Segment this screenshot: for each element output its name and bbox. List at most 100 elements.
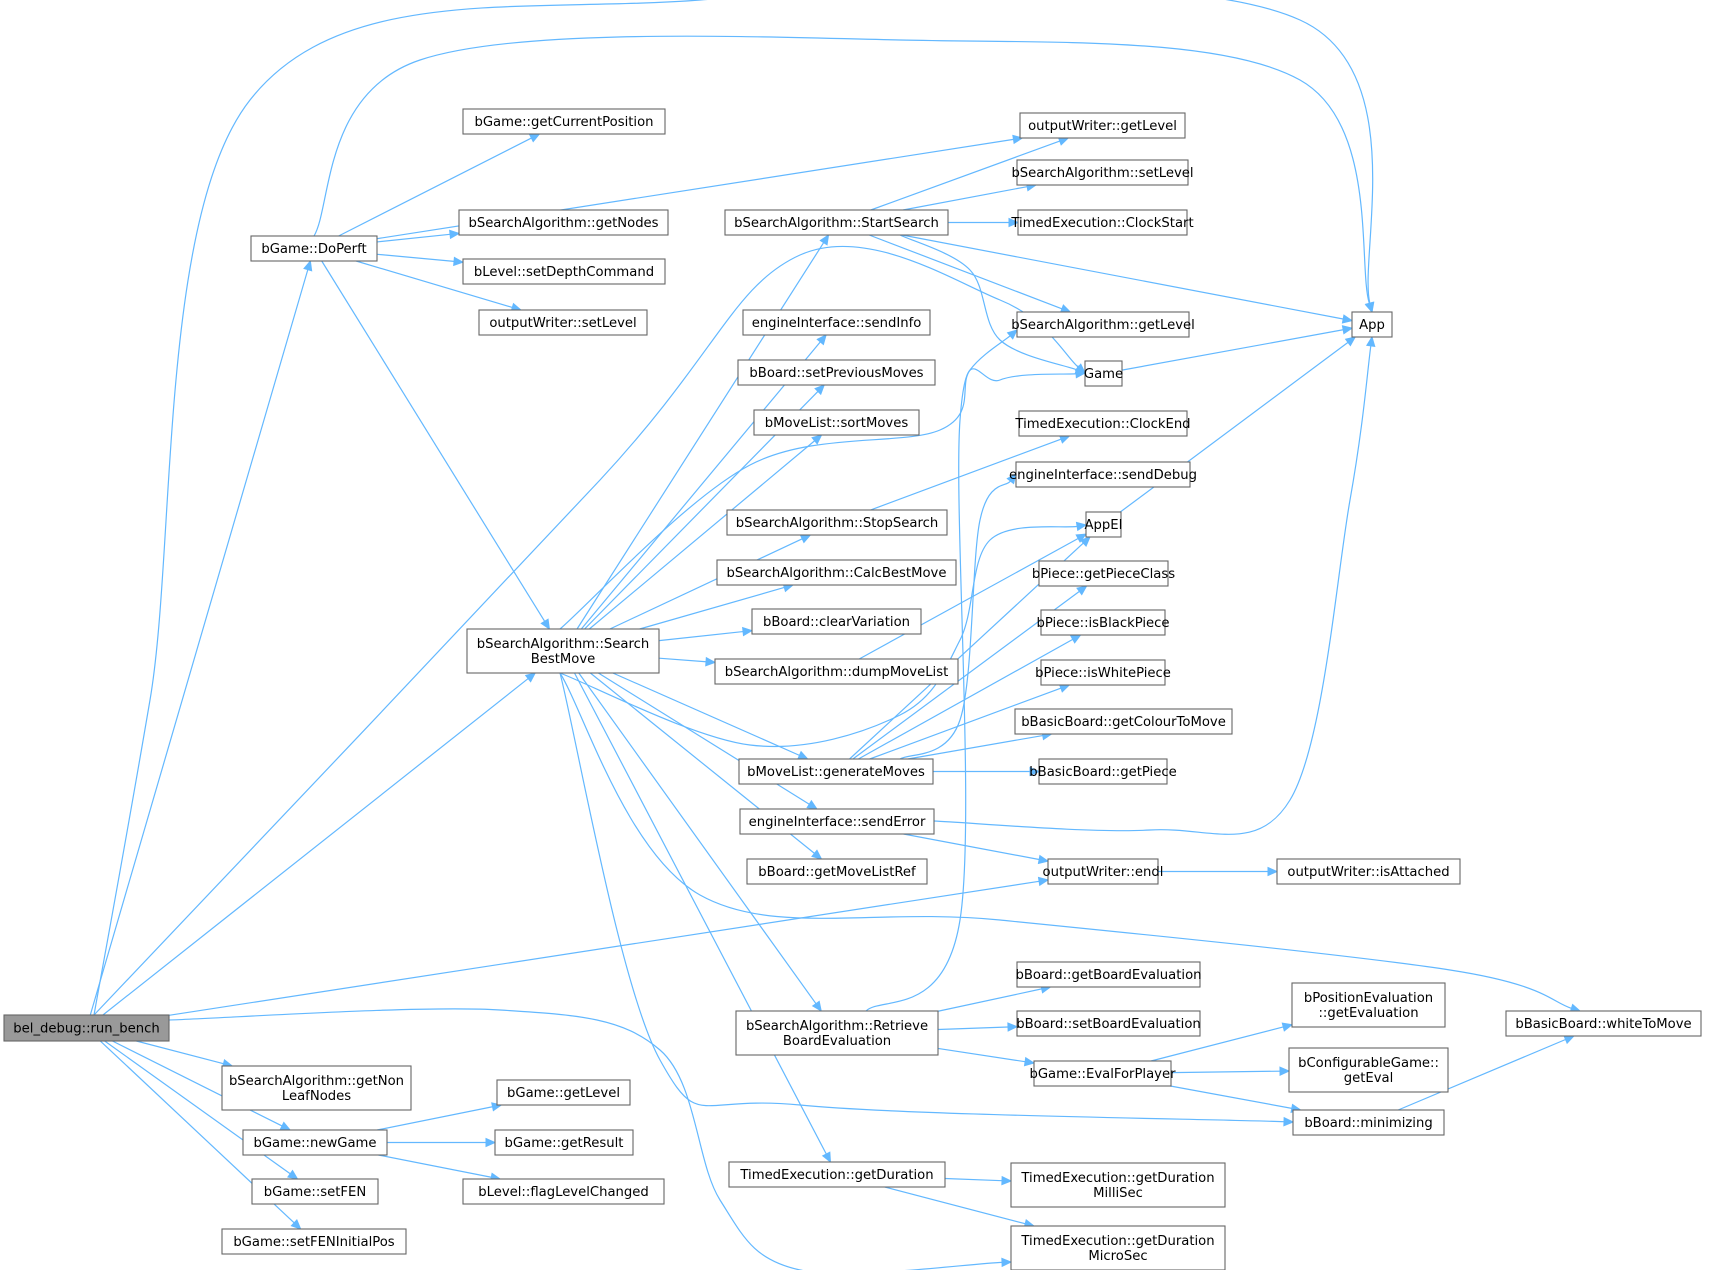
arrowhead — [303, 259, 313, 272]
node-getMoveListRef[interactable]: bBoard::getMoveListRef — [746, 858, 928, 885]
node-box — [751, 608, 922, 635]
arrowhead — [705, 656, 717, 667]
node-isAttached[interactable]: outputWriter::isAttached — [1276, 858, 1461, 885]
node-label: MicroSec — [1088, 1249, 1147, 1264]
arrowhead — [287, 1169, 299, 1180]
arrowhead — [1001, 1257, 1013, 1268]
edge-Game-to-App — [1121, 325, 1354, 371]
node-RetrieveBoardEvaluation[interactable]: bSearchAlgorithm::RetrieveBoardEvaluatio… — [735, 1010, 939, 1056]
node-label: bGame::DoPerft — [261, 242, 366, 257]
arrowhead — [1037, 876, 1050, 887]
node-label: bGame::newGame — [253, 1136, 376, 1151]
node-label: bPositionEvaluation — [1304, 991, 1433, 1006]
arrowhead — [279, 1121, 292, 1131]
node-Game[interactable]: Game — [1084, 360, 1123, 387]
node-getBoardEvaluation[interactable]: bBoard::getBoardEvaluation — [1015, 961, 1202, 988]
node-sortMoves[interactable]: bMoveList::sortMoves — [753, 409, 920, 436]
node-EvalForPlayer[interactable]: bGame::EvalForPlayer — [1029, 1060, 1176, 1087]
node-DoPerft[interactable]: bGame::DoPerft — [250, 235, 378, 262]
node-setPreviousMoves[interactable]: bBoard::setPreviousMoves — [737, 359, 936, 386]
edge-SearchBestMove-to-sendInfo — [580, 334, 827, 630]
node-g_getLevel[interactable]: bGame::getLevel — [496, 1079, 631, 1106]
node-sa_getLevel[interactable]: bSearchAlgorithm::getLevel — [1011, 311, 1195, 338]
arrowhead — [1079, 536, 1091, 547]
node-label: bBoard::minimizing — [1304, 1116, 1432, 1131]
edge-SearchBestMove-to-getDuration — [573, 672, 832, 1164]
node-AppEI[interactable]: AppEI — [1085, 511, 1123, 538]
node-generateMoves[interactable]: bMoveList::generateMoves — [738, 758, 934, 785]
node-minimizing[interactable]: bBoard::minimizing — [1292, 1109, 1445, 1136]
node-box — [724, 209, 949, 236]
node-label: MilliSec — [1093, 1186, 1143, 1201]
edge-getDuration-to-getDurationMilliSec — [944, 1175, 1013, 1186]
node-pe_getEvaluation[interactable]: bPositionEvaluation::getEvaluation — [1291, 982, 1446, 1028]
edge-run_bench-to-DoPerft — [89, 259, 313, 1016]
node-isBlackPiece[interactable]: bPiece::isBlackPiece — [1036, 609, 1170, 636]
edge-StartSearch-to-App — [902, 234, 1354, 324]
node-label: Game — [1084, 367, 1123, 382]
node-dumpMoveList[interactable]: bSearchAlgorithm::dumpMoveList — [714, 658, 959, 685]
node-clearVariation[interactable]: bBoard::clearVariation — [751, 608, 922, 635]
arrowhead — [453, 256, 465, 267]
node-label: outputWriter::isAttached — [1287, 865, 1449, 880]
node-getCurrentPosition[interactable]: bGame::getCurrentPosition — [462, 108, 666, 135]
edge-run_bench-to-getDurationMicroSec — [168, 1008, 1013, 1270]
node-sa_getNodes[interactable]: bSearchAlgorithm::getNodes — [458, 209, 669, 236]
node-box — [1505, 1010, 1702, 1037]
node-sendError[interactable]: engineInterface::sendError — [739, 808, 935, 835]
node-ow_getLevel[interactable]: outputWriter::getLevel — [1019, 112, 1186, 139]
node-ClockStart[interactable]: TimedExecution::ClockStart — [1010, 209, 1194, 236]
arrowhead — [1006, 473, 1017, 485]
node-sendInfo[interactable]: engineInterface::sendInfo — [742, 309, 931, 336]
node-label: bLevel::flagLevelChanged — [478, 1185, 649, 1200]
node-setBoardEvaluation[interactable]: bBoard::setBoardEvaluation — [1016, 1010, 1201, 1037]
node-newGame[interactable]: bGame::newGame — [242, 1129, 388, 1156]
arrowhead — [1069, 634, 1082, 644]
node-box — [1288, 1047, 1449, 1093]
node-setFENInitialPos[interactable]: bGame::setFENInitialPos — [221, 1228, 407, 1255]
node-box — [753, 409, 920, 436]
node-box — [250, 235, 378, 262]
node-getPieceClass[interactable]: bPiece::getPieceClass — [1032, 560, 1175, 587]
node-whiteToMove[interactable]: bBasicBoard::whiteToMove — [1505, 1010, 1702, 1037]
node-box — [494, 1129, 634, 1156]
node-ow_setLevel[interactable]: outputWriter::setLevel — [478, 309, 648, 336]
arrowhead — [1279, 1066, 1291, 1076]
node-getDuration[interactable]: TimedExecution::getDuration — [728, 1161, 946, 1188]
node-label: bGame::setFEN — [264, 1185, 366, 1200]
edge-SearchBestMove-to-sortMoves — [588, 434, 823, 630]
node-g_getResult[interactable]: bGame::getResult — [494, 1129, 634, 1156]
node-getPiece[interactable]: bBasicBoard::getPiece — [1029, 758, 1177, 785]
node-getColourToMove[interactable]: bBasicBoard::getColourToMove — [1014, 708, 1233, 735]
edge-newGame-to-flagLevelChanged — [378, 1154, 502, 1182]
arrowhead — [799, 534, 812, 544]
node-endl[interactable]: outputWriter::endl — [1043, 858, 1164, 885]
arrowhead — [1267, 866, 1279, 877]
node-cg_getEval[interactable]: bConfigurableGame::getEval — [1288, 1047, 1449, 1093]
arrowhead — [1344, 336, 1357, 347]
edge-run_bench-to-endl — [168, 876, 1050, 1016]
node-label: bGame::getLevel — [507, 1086, 620, 1101]
node-isWhitePiece[interactable]: bPiece::isWhitePiece — [1035, 659, 1171, 686]
node-ClockEnd[interactable]: TimedExecution::ClockEnd — [1014, 410, 1191, 437]
node-sendDebug[interactable]: engineInterface::sendDebug — [1009, 461, 1197, 488]
node-CalcBestMove[interactable]: bSearchAlgorithm::CalcBestMove — [716, 559, 957, 586]
node-box — [466, 628, 660, 674]
node-sa_setLevel[interactable]: bSearchAlgorithm::setLevel — [1011, 159, 1194, 186]
edge-StartSearch-to-Game — [899, 234, 1087, 375]
node-setFEN[interactable]: bGame::setFEN — [251, 1178, 379, 1205]
node-box — [1010, 1162, 1226, 1208]
node-flagLevelChanged[interactable]: bLevel::flagLevelChanged — [462, 1178, 665, 1205]
node-box — [728, 1161, 946, 1188]
node-StopSearch[interactable]: bSearchAlgorithm::StopSearch — [726, 509, 948, 536]
node-setDepthCommand[interactable]: bLevel::setDepthCommand — [462, 258, 666, 285]
node-StartSearch[interactable]: bSearchAlgorithm::StartSearch — [724, 209, 949, 236]
root-node[interactable]: bel_debug::run_bench — [3, 1014, 170, 1042]
node-box — [742, 309, 931, 336]
arrowhead — [797, 750, 809, 760]
node-App[interactable]: App — [1351, 311, 1393, 338]
